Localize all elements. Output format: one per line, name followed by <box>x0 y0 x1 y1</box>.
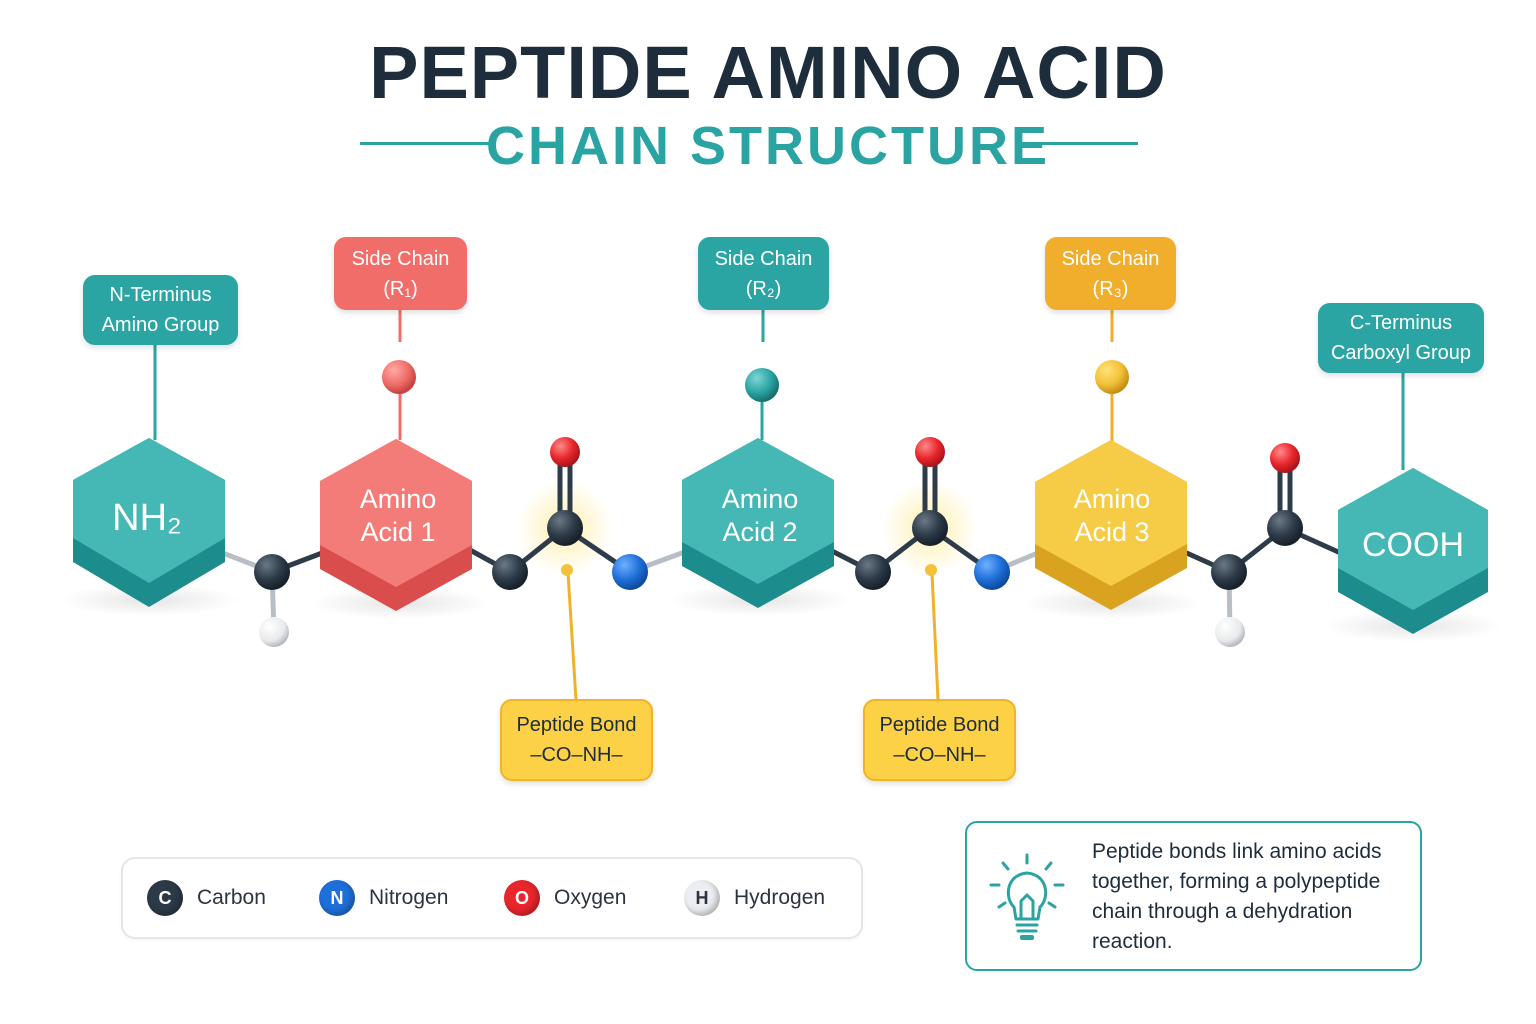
side-chain-r3-label-line2: (R₃) <box>1092 277 1129 300</box>
side-chain-r2-label: Side Chain (R₂) <box>698 237 829 310</box>
n-terminus-label: N-Terminus Amino Group <box>83 275 238 345</box>
legend-label-nitrogen: Nitrogen <box>369 886 449 909</box>
side-chain-r1-label-line1: Side Chain <box>351 247 450 270</box>
amino-acid-1-label-line1: Amino <box>360 484 437 514</box>
oxygen-atom <box>550 437 580 467</box>
cooh-label: COOH <box>1362 526 1464 564</box>
side-chain-r2-label-line1: Side Chain <box>714 247 813 270</box>
peptide-bond-2-label-line1: Peptide Bond <box>879 714 1000 736</box>
nitrogen-atom <box>974 554 1010 590</box>
legend-item-hydrogen: H Hydrogen <box>684 880 825 916</box>
oxygen-atom-icon: O <box>504 880 540 916</box>
nitrogen-atom-icon: N <box>319 880 355 916</box>
carbon-atom <box>254 554 290 590</box>
amino-acid-1-node <box>320 439 472 611</box>
bond-pointer-dot <box>925 564 937 576</box>
c-terminus-label-line1: C-Terminus <box>1349 312 1453 334</box>
carboxyl-group-node <box>1338 468 1488 634</box>
bond-pointer-dot <box>561 564 573 576</box>
c-terminus-label: C-Terminus Carboxyl Group <box>1318 303 1484 373</box>
peptide-bond-1-label-line2: –CO–NH– <box>530 744 623 766</box>
lightbulb-icon <box>989 853 1065 940</box>
carbon-atom <box>912 510 948 546</box>
legend-item-oxygen: O Oxygen <box>504 880 626 916</box>
page-title: PEPTIDE AMINO ACID <box>369 31 1167 114</box>
hydrogen-atom <box>259 617 289 647</box>
carbon-atom <box>492 554 528 590</box>
peptide-bond-1-label: Peptide Bond –CO–NH– <box>500 699 653 781</box>
side-chain-r3-label-line1: Side Chain <box>1061 247 1160 270</box>
legend-item-carbon: C Carbon <box>147 880 266 916</box>
legend-label-carbon: Carbon <box>197 886 266 909</box>
amino-acid-3-label-line2: Acid 3 <box>1074 517 1149 547</box>
peptide-bond-2-label: Peptide Bond –CO–NH– <box>863 699 1016 781</box>
carbon-atom <box>855 554 891 590</box>
carbon-atom-icon: C <box>147 880 183 916</box>
side-chain-r3-label: Side Chain (R₃) <box>1045 237 1176 310</box>
side-chain-r1-atom <box>382 360 416 394</box>
side-chain-r2-atom <box>745 368 779 402</box>
carbon-atom <box>1211 554 1247 590</box>
side-chain-r1-label-line2: (R₁) <box>383 277 418 300</box>
info-note: Peptide bonds link amino acids together,… <box>965 821 1422 971</box>
atom-legend: C Carbon N Nitrogen O Oxygen H Hydrogen <box>121 857 863 939</box>
nitrogen-atom <box>612 554 648 590</box>
c-terminus-label-line2: Carboxyl Group <box>1330 342 1472 364</box>
peptide-bond-1-label-line1: Peptide Bond <box>516 714 637 736</box>
side-chain-r3-atom <box>1095 360 1129 394</box>
hydrogen-atom <box>1215 617 1245 647</box>
amino-acid-2-label-line1: Amino <box>722 484 799 514</box>
side-chain-r1-label: Side Chain (R₁) <box>334 237 467 310</box>
n-terminus-label-line2: Amino Group <box>101 314 220 336</box>
subtitle-rule-left <box>360 142 493 145</box>
oxygen-atom <box>1270 443 1300 473</box>
amino-acid-1-label-line2: Acid 1 <box>360 517 435 547</box>
legend-label-hydrogen: Hydrogen <box>734 886 826 909</box>
peptide-bond-2-label-line2: –CO–NH– <box>893 744 986 766</box>
legend-item-nitrogen: N Nitrogen <box>319 880 448 916</box>
amino-acid-3-label-line1: Amino <box>1074 484 1151 514</box>
subtitle-rule-right <box>1028 142 1138 145</box>
nh2-label: NH₂ <box>112 497 182 539</box>
legend-label-oxygen: Oxygen <box>554 886 627 909</box>
hydrogen-atom-icon: H <box>684 880 720 916</box>
side-chain-r2-label-line2: (R₂) <box>745 277 782 300</box>
carbon-atom <box>547 510 583 546</box>
amino-acid-2-node <box>682 438 834 608</box>
amino-group-node <box>73 438 225 607</box>
carbon-atom <box>1267 510 1303 546</box>
oxygen-atom <box>915 437 945 467</box>
amino-acid-2-label-line2: Acid 2 <box>722 517 797 547</box>
page-subtitle: CHAIN STRUCTURE <box>486 116 1050 176</box>
amino-acid-3-node <box>1035 440 1187 610</box>
n-terminus-label-line1: N-Terminus <box>109 284 212 306</box>
note-text: Peptide bonds link amino acids together,… <box>1092 840 1382 953</box>
